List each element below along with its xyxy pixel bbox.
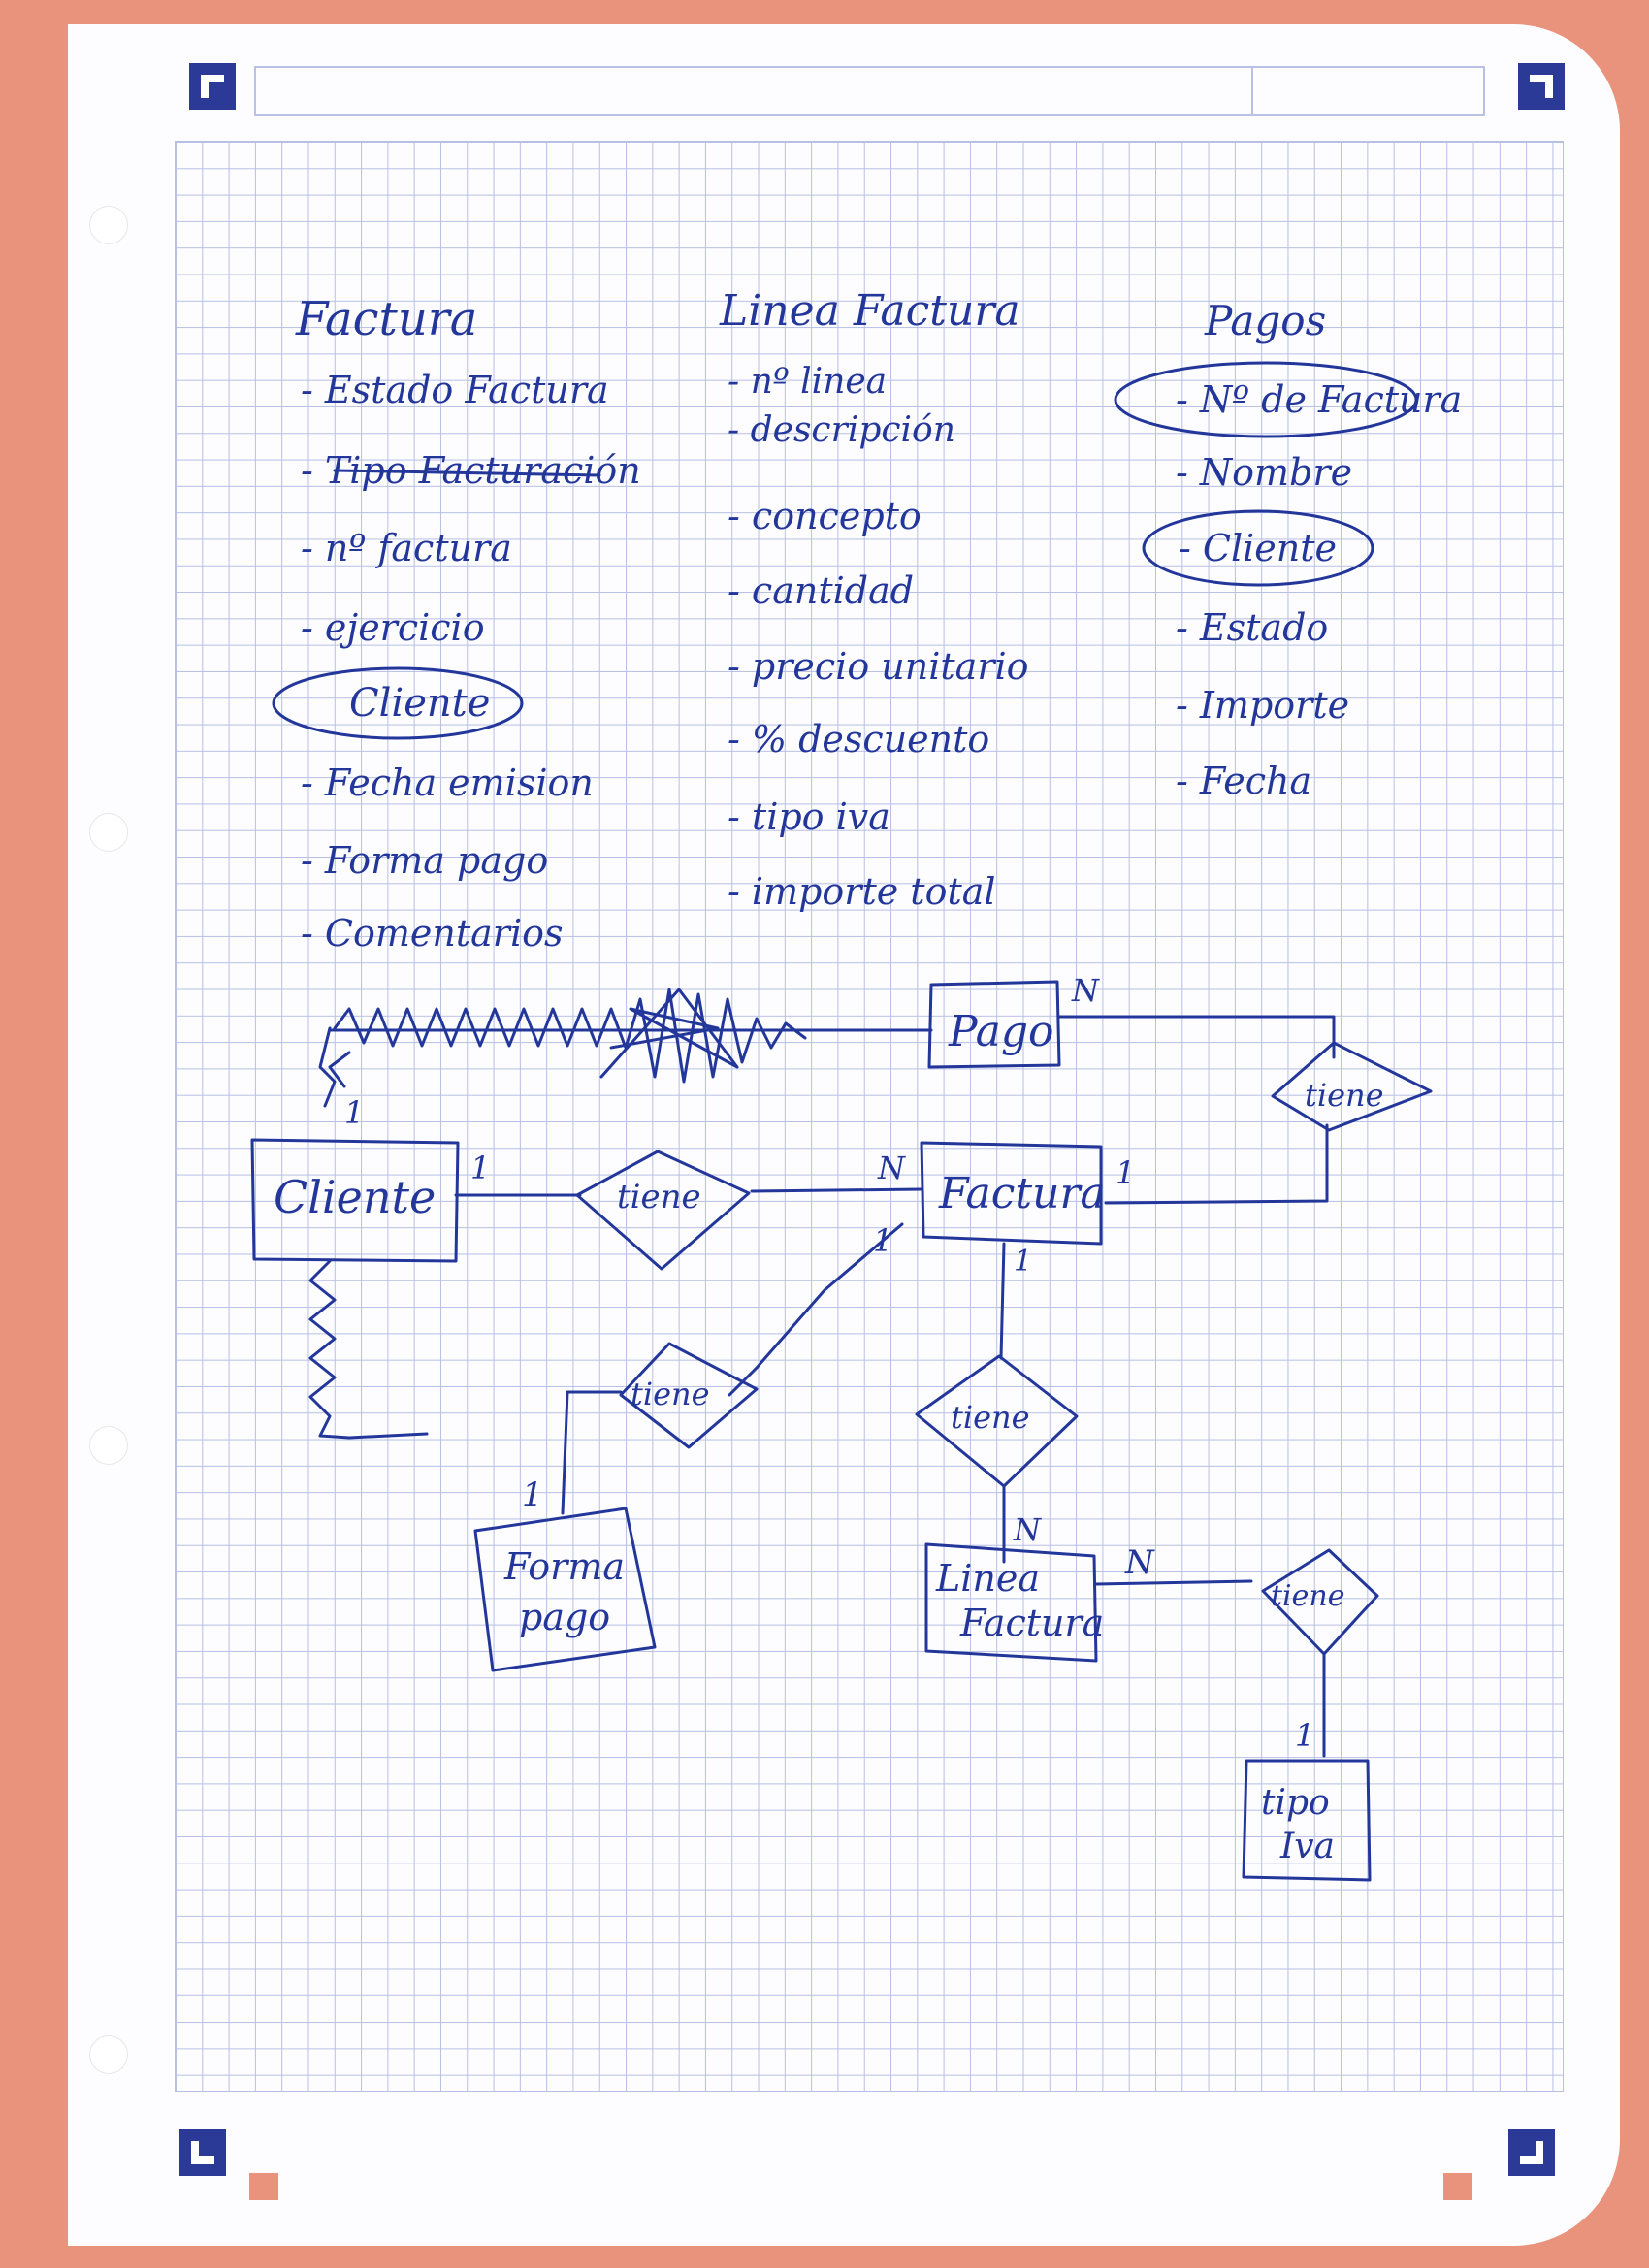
list-item: - Estado bbox=[1176, 606, 1328, 649]
relationship-cliente-factura: tiene bbox=[575, 1150, 751, 1271]
entity-tipo-iva: tipo Iva bbox=[1242, 1759, 1372, 1882]
corner-mark-top-left bbox=[189, 63, 236, 110]
header-divider bbox=[1251, 66, 1253, 114]
relationship-linea-tipoiva: tiene bbox=[1261, 1548, 1379, 1656]
entity-label-line: Iva bbox=[1279, 1827, 1335, 1866]
cardinality-label: 1 bbox=[1295, 1717, 1314, 1754]
punch-hole bbox=[89, 2035, 128, 2074]
list-item: - precio unitario bbox=[728, 645, 1029, 688]
list-item: - Fecha emision bbox=[301, 761, 594, 804]
entity-label-line: tipo bbox=[1261, 1783, 1330, 1823]
circled-attribute-oval bbox=[272, 666, 524, 740]
cardinality-label: N bbox=[1124, 1543, 1155, 1582]
list-item: - Importe bbox=[1176, 684, 1349, 727]
list-item: - Fecha bbox=[1176, 760, 1311, 802]
entity-forma-pago: Forma pago bbox=[473, 1507, 657, 1672]
factura-attribute-list: Factura - Estado Factura - Tipo Facturac… bbox=[272, 292, 641, 955]
list-item: - descripción bbox=[728, 410, 955, 450]
punch-hole bbox=[89, 206, 128, 244]
cardinality-labels: N 1 1 N 1 1 1 1 N N 1 bbox=[344, 972, 1314, 1754]
list-item-circled: - Nº de Factura bbox=[1176, 378, 1462, 421]
list-title: Pagos bbox=[1204, 297, 1326, 344]
cardinality-label: 1 bbox=[1116, 1154, 1135, 1191]
cardinality-label: N bbox=[1013, 1511, 1042, 1548]
cardinality-label: N bbox=[1071, 972, 1100, 1009]
list-item: - Comentarios bbox=[301, 912, 564, 955]
relationship-label: tiene bbox=[617, 1178, 701, 1216]
punch-hole bbox=[89, 1426, 128, 1465]
cardinality-label: N bbox=[877, 1150, 906, 1186]
corner-mark-top-right bbox=[1518, 63, 1565, 110]
header-box bbox=[254, 66, 1485, 116]
strikethrough bbox=[333, 469, 601, 477]
relationship-label: tiene bbox=[951, 1399, 1030, 1436]
entity-label-line: Factura bbox=[959, 1602, 1104, 1644]
entity-label: Pago bbox=[948, 1007, 1054, 1056]
list-item-circled: - Cliente bbox=[1179, 527, 1337, 569]
scribble-crossed-out-line bbox=[308, 1259, 429, 1440]
relationship-pago-factura: tiene bbox=[1271, 1041, 1433, 1132]
relationship-label: tiene bbox=[1271, 1579, 1344, 1613]
list-item: - ejercicio bbox=[301, 606, 485, 649]
cardinality-label: 1 bbox=[522, 1475, 543, 1514]
entity-label-line: Forma bbox=[503, 1545, 625, 1588]
entity-pago: Pago bbox=[927, 980, 1061, 1069]
list-item: - Nombre bbox=[1176, 451, 1352, 494]
relationship-factura-formapago: tiene bbox=[619, 1342, 759, 1449]
entity-factura: Factura bbox=[920, 1141, 1106, 1246]
cardinality-label: 1 bbox=[873, 1222, 892, 1259]
list-item: - % descuento bbox=[728, 718, 989, 761]
cardinality-label: 1 bbox=[470, 1150, 490, 1186]
pagos-attribute-list: Pagos - Nº de Factura - Nombre - Cliente… bbox=[1114, 297, 1462, 802]
list-item: - Forma pago bbox=[301, 839, 548, 882]
corner-mark-bottom-right bbox=[1508, 2129, 1555, 2176]
list-title: Linea Factura bbox=[719, 286, 1020, 336]
scribble-fragment bbox=[328, 1051, 351, 1088]
margin-square-left bbox=[249, 2173, 278, 2200]
circled-attribute-oval bbox=[1142, 509, 1374, 587]
cardinality-label: 1 bbox=[344, 1094, 364, 1131]
list-item-circled: Cliente bbox=[349, 681, 490, 726]
entity-label: Cliente bbox=[274, 1171, 436, 1223]
relationship-label: tiene bbox=[630, 1376, 710, 1412]
scribble-crossed-out-line bbox=[318, 988, 933, 1108]
margin-square-right bbox=[1443, 2173, 1472, 2200]
entity-cliente: Cliente bbox=[250, 1138, 460, 1263]
cardinality-label: 1 bbox=[1014, 1245, 1032, 1279]
entity-label: Factura bbox=[938, 1169, 1106, 1218]
list-item: - nº linea bbox=[728, 362, 887, 402]
circled-attribute-oval bbox=[1114, 361, 1418, 438]
linea-factura-attribute-list: Linea Factura - nº linea - descripción -… bbox=[719, 286, 1029, 913]
list-item: - importe total bbox=[728, 870, 996, 913]
list-item: - concepto bbox=[728, 495, 922, 537]
list-item: - cantidad bbox=[728, 569, 914, 612]
list-item: - Estado Factura bbox=[301, 369, 609, 411]
list-title: Factura bbox=[295, 292, 477, 346]
entity-label-line: pago bbox=[519, 1596, 610, 1638]
list-item: - tipo iva bbox=[728, 795, 890, 838]
entity-label-line: Linea bbox=[935, 1557, 1040, 1600]
relationship-lines bbox=[454, 1015, 1336, 1758]
entity-linea-factura: Linea Factura bbox=[924, 1542, 1104, 1663]
corner-mark-bottom-left bbox=[179, 2129, 226, 2176]
punch-hole bbox=[89, 813, 128, 852]
relationship-factura-linea: tiene bbox=[915, 1354, 1079, 1488]
list-item: - nº factura bbox=[301, 527, 512, 569]
relationship-label: tiene bbox=[1305, 1077, 1384, 1114]
grid-area bbox=[175, 141, 1564, 2092]
